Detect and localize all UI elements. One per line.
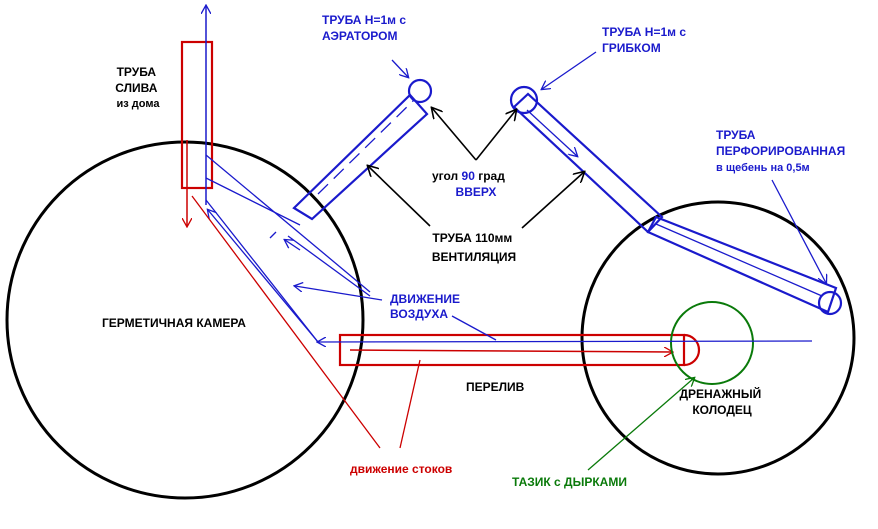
sewage-pointer-1 bbox=[191, 195, 381, 449]
overflow-label: ПЕРЕЛИВ bbox=[466, 380, 525, 394]
aerator-pipe-label-line2: АЭРАТОРОМ bbox=[322, 29, 397, 43]
air-overflow-entry-2 bbox=[208, 210, 319, 343]
drain-pipe-label: ТРУБА СЛИВА из дома bbox=[115, 65, 161, 110]
perforated-pipe-label-line2: ПЕРФОРИРОВАННАЯ bbox=[716, 144, 845, 158]
perforated-pipe-label: ТРУБА ПЕРФОРИРОВАННАЯ в щебень на 0,5м bbox=[716, 128, 849, 174]
air-arrow-left bbox=[285, 240, 301, 251]
fungus-pipe-label-line1: ТРУБА Н=1м с bbox=[602, 25, 686, 39]
drain-pipe bbox=[180, 40, 214, 190]
fungus-pipe-label: ТРУБА Н=1м с ГРИБКОМ bbox=[602, 25, 689, 55]
air-well-to-overflow bbox=[318, 341, 813, 342]
air-chamber-diag bbox=[205, 177, 301, 226]
air-arrow-up-right bbox=[269, 231, 277, 239]
aerator-label-arrow bbox=[391, 59, 408, 77]
angle-label-prefix: угол bbox=[432, 169, 462, 183]
drain-well-label-line2: КОЛОДЕЦ bbox=[692, 403, 752, 417]
air-chamber-line bbox=[205, 154, 371, 293]
aerator-pipe-label-line1: ТРУБА Н=1м с bbox=[322, 13, 406, 27]
air-arrow-to-label bbox=[295, 286, 383, 301]
perforated-pipe-label-line3: в щебень на 0,5м bbox=[716, 162, 810, 174]
aerator-pipe-label: ТРУБА Н=1м с АЭРАТОРОМ bbox=[322, 13, 409, 43]
drain-well-circle bbox=[580, 200, 856, 476]
air-arrow-right bbox=[287, 235, 371, 297]
sewage-pointer-2 bbox=[399, 359, 421, 449]
air-overflow-entry bbox=[205, 199, 319, 343]
drain-well-label-line1: ДРЕНАЖНЫЙ bbox=[679, 386, 761, 401]
perforated-pipe bbox=[646, 215, 838, 314]
air-arrow-to-overflow bbox=[451, 315, 497, 341]
drain-pipe-label-line2: СЛИВА bbox=[115, 81, 157, 95]
sealed-chamber-label: ГЕРМЕТИЧНАЯ КАМЕРА bbox=[102, 316, 246, 330]
aerator-pipe bbox=[292, 93, 429, 221]
sewage-overflow-arrow bbox=[349, 350, 672, 352]
perforated-pipe-flow-line bbox=[655, 223, 823, 297]
angle-label: угол 90 град bbox=[432, 169, 505, 183]
fungus-pipe-label-line2: ГРИБКОМ bbox=[602, 41, 661, 55]
fungus-head bbox=[509, 85, 539, 115]
fungus-pipe bbox=[512, 92, 664, 234]
drain-pipe-label-line3: из дома bbox=[117, 98, 161, 110]
air-movement-label-line1: ДВИЖЕНИЕ bbox=[390, 292, 460, 306]
overflow-pipe-cap bbox=[683, 333, 701, 367]
perforated-pipe-end bbox=[817, 290, 843, 316]
basin-label: ТАЗИК с ДЫРКАМИ bbox=[512, 475, 627, 489]
fungus-label-arrow bbox=[542, 51, 597, 89]
air-movement-label: ДВИЖЕНИЕ ВОЗДУХА bbox=[390, 292, 463, 321]
overflow-pipe bbox=[338, 333, 686, 367]
perforated-label-arrow bbox=[771, 179, 826, 283]
angle-up-label: ВВЕРХ bbox=[456, 185, 497, 199]
drain-pipe-label-line1: ТРУБА bbox=[117, 65, 157, 79]
angle-arrow-right bbox=[475, 110, 516, 161]
drain-well-label: ДРЕНАЖНЫЙ КОЛОДЕЦ bbox=[679, 386, 764, 417]
angle-arrow-left bbox=[432, 108, 477, 161]
air-movement-label-line2: ВОЗДУХА bbox=[390, 307, 448, 321]
sealed-chamber-circle bbox=[5, 140, 365, 500]
ventilation-label-line2: ВЕНТИЛЯЦИЯ bbox=[432, 250, 516, 264]
ventilation-label-line1: ТРУБА 110мм bbox=[432, 231, 512, 245]
ventilation-label: ТРУБА 110мм ВЕНТИЛЯЦИЯ bbox=[432, 231, 516, 264]
aerator-pipe-flow-line bbox=[317, 99, 415, 195]
basin-label-arrow bbox=[587, 378, 694, 471]
basin-circle bbox=[670, 301, 754, 385]
vent-arrow-left bbox=[368, 166, 431, 227]
perforated-pipe-label-line1: ТРУБА bbox=[716, 128, 756, 142]
fungus-pipe-flow-line bbox=[526, 109, 577, 156]
angle-label-suffix: град bbox=[475, 169, 505, 183]
aerator-head bbox=[407, 78, 433, 104]
angle-label-value: 90 bbox=[462, 169, 476, 183]
sewage-movement-label: движение стоков bbox=[350, 462, 452, 476]
vent-arrow-right bbox=[521, 172, 584, 229]
